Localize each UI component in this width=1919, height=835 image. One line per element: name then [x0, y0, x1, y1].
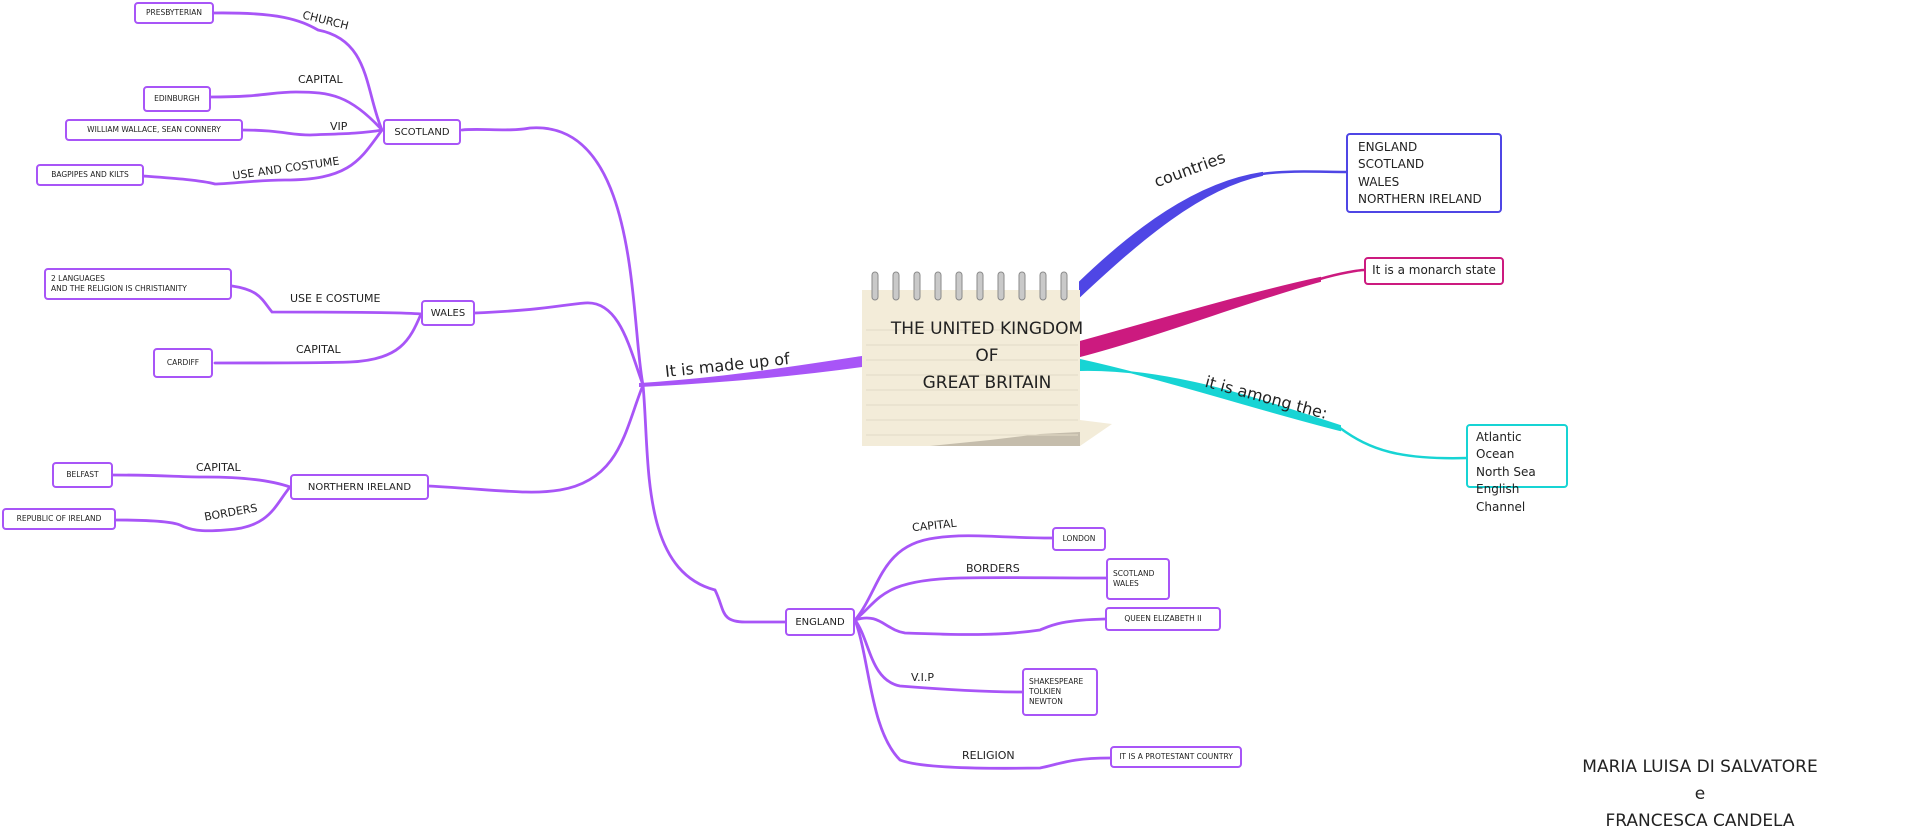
connector-republic-ireland — [113, 485, 292, 533]
node-england[interactable]: ENGLAND — [785, 608, 855, 636]
label-wales-use-costume: USE E COSTUME — [290, 292, 381, 305]
connector-countries-box — [1261, 170, 1347, 176]
node-scotland[interactable]: SCOTLAND — [383, 119, 461, 145]
connector-wales-use — [230, 284, 423, 316]
node-northern-ireland[interactable]: NORTHERN IRELAND — [290, 474, 429, 500]
connector-northern-ireland — [426, 383, 645, 494]
connector-cardiff — [213, 312, 423, 365]
node-wallace-connery[interactable]: WILLIAM WALLACE, SEAN CONNERY — [65, 119, 243, 141]
label-wales-capital: CAPITAL — [296, 343, 341, 356]
branch-countries — [1079, 171, 1263, 299]
connector-religion — [853, 618, 1112, 770]
connector-use-costume — [141, 128, 384, 186]
notebook-icon — [862, 271, 1112, 446]
node-wales[interactable]: WALES — [421, 300, 475, 326]
connector-monarch-box — [1319, 268, 1365, 281]
connector-queen — [853, 616, 1107, 636]
branch-made-up-of — [639, 355, 863, 388]
label-england-vip: V.I.P — [911, 671, 934, 684]
connector-scotland — [460, 126, 645, 387]
connector-wales — [473, 301, 645, 387]
label-ni-capital: CAPITAL — [196, 461, 241, 474]
label-scotland-vip: VIP — [330, 120, 348, 133]
branch-among — [1079, 358, 1341, 432]
branch-monarch — [1079, 276, 1321, 358]
label-scotland-capital: CAPITAL — [298, 73, 343, 86]
label-england-borders: BORDERS — [966, 562, 1020, 575]
countries-box[interactable]: ENGLAND SCOTLAND WALES NORTHERN IRELAND — [1346, 133, 1502, 213]
connector-england — [641, 383, 787, 624]
monarch-state-box[interactable]: It is a monarch state — [1364, 257, 1504, 285]
connector-eng-vip — [853, 618, 1024, 694]
node-queen-elizabeth[interactable]: QUEEN ELIZABETH II — [1105, 607, 1221, 631]
node-shakespeare-tolkien-newton[interactable]: SHAKESPEARE TOLKIEN NEWTON — [1022, 668, 1098, 716]
node-bagpipes-kilts[interactable]: BAGPIPES AND KILTS — [36, 164, 144, 186]
authors-text: MARIA LUISA DI SALVATORE e FRANCESCA CAN… — [1582, 757, 1818, 831]
node-scotland-wales[interactable]: SCOTLAND WALES — [1106, 558, 1170, 600]
central-topic-title[interactable]: THE UNITED KINGDOM OF GREAT BRITAIN — [890, 319, 1084, 393]
connector-belfast — [110, 473, 292, 489]
node-edinburgh[interactable]: EDINBURGH — [143, 86, 211, 112]
connector-london — [853, 534, 1054, 622]
node-republic-of-ireland[interactable]: REPUBLIC OF IRELAND — [2, 508, 116, 530]
connector-eng-borders — [853, 576, 1108, 622]
connector-edinburgh — [208, 90, 384, 132]
node-cardiff[interactable]: CARDIFF — [153, 348, 213, 378]
node-london[interactable]: LONDON — [1052, 527, 1106, 551]
node-presbyterian[interactable]: PRESBYTERIAN — [134, 2, 214, 24]
connector-vip — [240, 128, 384, 137]
node-belfast[interactable]: BELFAST — [52, 462, 113, 488]
node-two-languages[interactable]: 2 LANGUAGES AND THE RELIGION IS CHRISTIA… — [44, 268, 232, 300]
label-england-religion: RELIGION — [962, 749, 1015, 762]
connector-seas-box — [1339, 426, 1469, 460]
node-protestant-country[interactable]: IT IS A PROTESTANT COUNTRY — [1110, 746, 1242, 768]
seas-box[interactable]: Atlantic Ocean North Sea English Channel — [1466, 424, 1568, 514]
connector-church — [210, 11, 384, 132]
